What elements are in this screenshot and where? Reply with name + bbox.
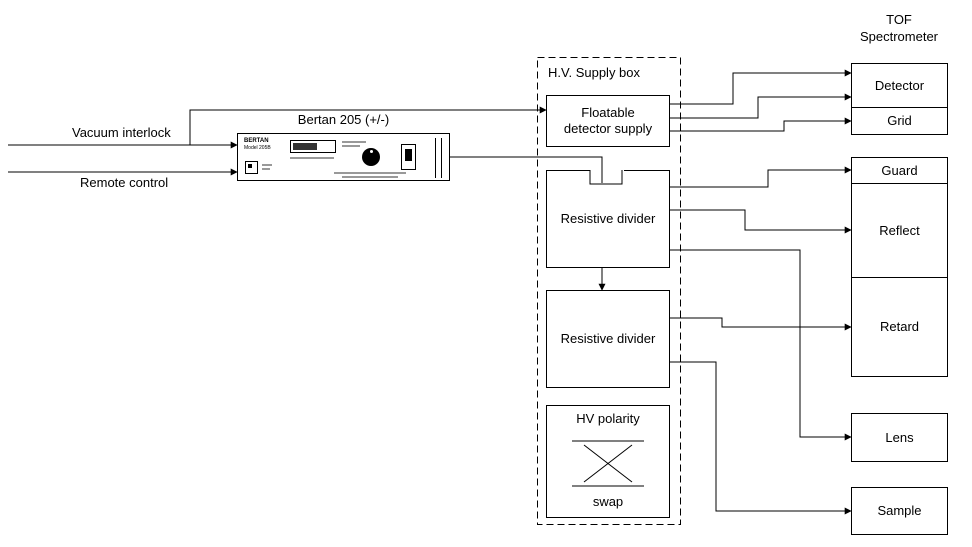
- tof-spectrometer-heading: TOF Spectrometer: [839, 11, 959, 45]
- hv-polarity-label: HV polarity: [576, 411, 640, 426]
- connector-divider2-to-sample: [670, 361, 852, 515]
- connector-float-to-grid: [670, 117, 852, 132]
- panel-indicator: [248, 164, 252, 168]
- bertan-title: Bertan 205 (+/-): [297, 112, 390, 127]
- knob-marker: [370, 150, 373, 153]
- floatable-supply-label-line1: Floatable: [581, 105, 635, 120]
- resistive-divider-2-box: Resistive divider: [546, 290, 670, 388]
- heading-line2: Spectrometer: [859, 29, 939, 44]
- fine-print: [342, 145, 360, 147]
- hv-supply-box-label: H.V. Supply box: [548, 65, 641, 80]
- remote-control-label: Remote control: [80, 175, 169, 190]
- detector-label: Detector: [874, 77, 925, 93]
- bertan-voltage-display: [290, 140, 336, 153]
- vacuum-interlock-label: Vacuum interlock: [72, 125, 171, 140]
- fine-print: [262, 168, 270, 170]
- guard-label: Guard: [881, 162, 918, 178]
- connector-divider2-to-retard: [670, 317, 852, 331]
- floatable-supply-label-line2: detector supply: [563, 121, 653, 136]
- fine-print: [262, 164, 272, 166]
- target-box-grid: Grid: [851, 107, 948, 135]
- target-box-reflect: Reflect: [851, 183, 948, 278]
- connector-divider1-to-lens: [670, 249, 852, 441]
- fine-print: [342, 141, 366, 143]
- target-box-guard: Guard: [851, 157, 948, 184]
- lens-label: Lens: [885, 429, 914, 445]
- power-switch-rocker: [405, 149, 412, 161]
- resistive-divider-2-label: Resistive divider: [560, 331, 656, 346]
- connector-float-to-detector-2: [670, 93, 852, 119]
- bertan-front-panel: BERTAN Model 205B: [237, 133, 450, 181]
- connector-divider1-to-guard: [670, 166, 852, 188]
- fine-print: [334, 172, 406, 174]
- connector-divider1-to-reflect: [670, 209, 852, 234]
- panel-vent-line: [441, 138, 442, 178]
- resistive-divider-1-label: Resistive divider: [560, 211, 656, 226]
- bertan-model-label: Model 205B: [244, 145, 271, 151]
- panel-vent-line: [435, 138, 436, 178]
- target-box-lens: Lens: [851, 413, 948, 462]
- heading-line1: TOF: [886, 12, 912, 27]
- fine-print: [290, 157, 334, 159]
- swap-label: swap: [592, 494, 624, 509]
- divider-input-notch: [590, 170, 624, 172]
- reflect-label: Reflect: [879, 222, 920, 238]
- target-box-retard: Retard: [851, 277, 948, 377]
- bertan-brand-label: BERTAN: [244, 138, 269, 144]
- display-segment: [293, 143, 317, 150]
- floatable-detector-supply-box: Floatable detector supply: [546, 95, 670, 147]
- bertan-adjust-knob: [362, 148, 380, 166]
- fine-print: [342, 176, 398, 178]
- retard-label: Retard: [879, 319, 920, 334]
- grid-label: Grid: [887, 113, 912, 128]
- target-box-sample: Sample: [851, 487, 948, 535]
- connector-float-to-detector-1: [670, 69, 852, 105]
- resistive-divider-1-box: Resistive divider: [546, 170, 670, 268]
- target-box-detector: Detector: [851, 63, 948, 108]
- sample-label: Sample: [877, 503, 922, 518]
- bertan-power-switch: [401, 144, 416, 170]
- panel-indicator-box: [245, 161, 258, 174]
